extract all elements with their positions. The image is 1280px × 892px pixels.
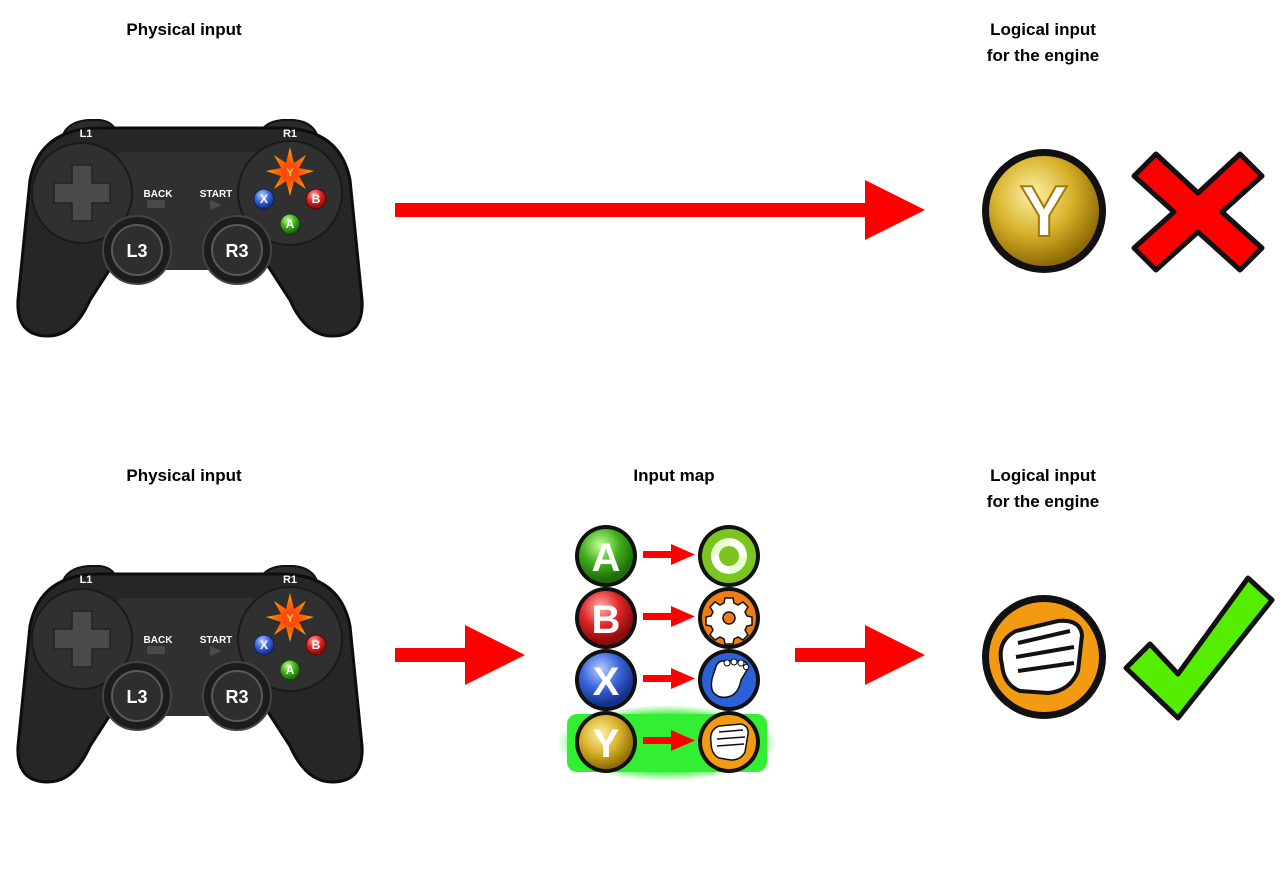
controller-b-label: B [312, 638, 321, 652]
input-map-label: Input map [633, 466, 715, 485]
map-row-x: X [575, 649, 760, 711]
controller-r1-label: R1 [283, 128, 297, 140]
map-row-y: Y [575, 711, 760, 773]
svg-text:X: X [593, 660, 620, 704]
map-row-b: B [575, 587, 760, 649]
controller-x-label: X [260, 638, 268, 652]
controller-a-label: A [286, 217, 295, 231]
input-map: A B X [557, 525, 777, 781]
controller-b-label: B [312, 192, 321, 206]
svg-text:Y: Y [1020, 172, 1068, 252]
bottom-arrow-to-logical [795, 625, 925, 685]
bottom-logical-fist-icon [982, 595, 1106, 719]
bottom-arrow-to-map [395, 625, 525, 685]
bottom-logical-input-label: Logical input for the engine [986, 466, 1100, 511]
controller-r3-label: R3 [225, 687, 248, 707]
controller-r1-label: R1 [283, 574, 297, 586]
controller-l3-label: L3 [126, 687, 147, 707]
top-logical-input-label: Logical input for the engine [986, 20, 1100, 65]
controller-l1-label: L1 [80, 574, 93, 586]
map-row-a: A [575, 525, 760, 587]
controller-back-label: BACK [144, 189, 174, 200]
controller-back-label: BACK [144, 635, 174, 646]
cross-icon [1131, 151, 1265, 273]
controller-y-label: Y [286, 167, 294, 179]
controller-y-label: Y [286, 613, 294, 625]
top-physical-input-label: Physical input [126, 20, 242, 39]
svg-text:A: A [592, 536, 621, 580]
controller-a-label: A [286, 663, 295, 677]
controller-start-label: START [200, 635, 233, 646]
top-arrow [395, 180, 925, 240]
controller-x-label: X [260, 192, 268, 206]
top-controller: L1 R1 BACK START L3 R3 Y X B A [16, 118, 364, 338]
svg-text:Y: Y [593, 722, 620, 766]
top-logical-y-button: Y [982, 149, 1106, 273]
controller-l3-label: L3 [126, 241, 147, 261]
controller-start-label: START [200, 189, 233, 200]
controller-r3-label: R3 [225, 241, 248, 261]
bottom-controller: L1 R1 BACK START L3 R3 Y X B A [16, 564, 364, 784]
svg-text:B: B [592, 598, 621, 642]
check-icon [1123, 575, 1275, 721]
controller-l1-label: L1 [80, 128, 93, 140]
bottom-physical-input-label: Physical input [126, 466, 242, 485]
